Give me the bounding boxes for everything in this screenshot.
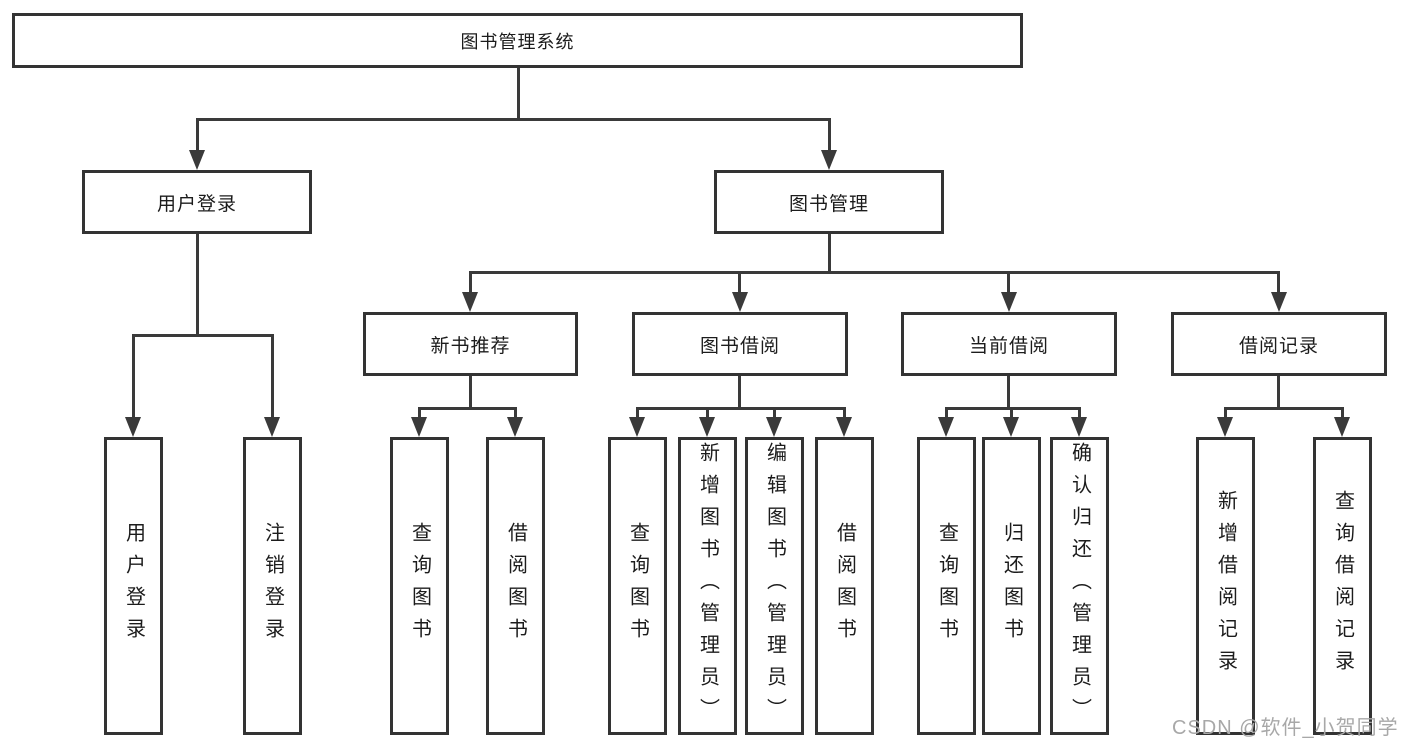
leaf-query-books-recommend: 查询图书: [390, 437, 449, 735]
leaf-label: 新增借阅记录: [1214, 490, 1237, 682]
leaf-label: 查询图书: [626, 522, 649, 650]
leaf-label: 借阅图书: [833, 522, 856, 650]
leaf-add-books-admin: 新增图书（管理员）: [678, 437, 737, 735]
connector-line: [1010, 407, 1013, 418]
connector-line: [773, 407, 776, 418]
arrow-down-icon: [507, 417, 523, 437]
arrow-down-icon: [766, 417, 782, 437]
arrow-down-icon: [1334, 417, 1350, 437]
leaf-label: 借阅图书: [504, 522, 527, 650]
node-label: 图书管理系统: [460, 31, 575, 52]
leaf-label: 用户登录: [122, 522, 145, 650]
arrow-down-icon: [264, 417, 280, 437]
node-label: 用户登录: [156, 193, 237, 215]
node-label: 借阅记录: [1238, 335, 1319, 357]
connector-line: [132, 334, 274, 337]
leaf-label: 注销登录: [261, 522, 284, 650]
connector-line: [132, 334, 135, 418]
watermark: CSDN @软件_小贺同学: [1172, 717, 1399, 739]
leaf-confirm-return-admin: 确认归还（管理员）: [1050, 437, 1109, 735]
connector-line: [828, 234, 831, 271]
leaf-user-login: 用户登录: [104, 437, 163, 735]
leaf-logout: 注销登录: [243, 437, 302, 735]
node-library-management-system: 图书管理系统: [12, 13, 1023, 68]
leaf-return-books: 归还图书: [982, 437, 1041, 735]
connector-line: [196, 118, 830, 121]
leaf-label: 归还图书: [1000, 522, 1023, 650]
connector-line: [1007, 271, 1010, 293]
connector-line: [469, 376, 472, 407]
connector-line: [706, 407, 709, 418]
arrow-down-icon: [938, 417, 954, 437]
node-label: 图书借阅: [699, 335, 780, 357]
connector-line: [843, 407, 846, 418]
connector-line: [1341, 407, 1344, 418]
leaf-borrow-books-recommend: 借阅图书: [486, 437, 545, 735]
connector-line: [1078, 407, 1081, 418]
leaf-label: 编辑图书（管理员）: [763, 442, 786, 730]
arrow-down-icon: [629, 417, 645, 437]
node-label: 图书管理: [788, 193, 869, 215]
arrow-down-icon: [1271, 292, 1287, 312]
connector-line: [828, 118, 831, 152]
arrow-down-icon: [411, 417, 427, 437]
connector-line: [418, 407, 517, 410]
leaf-label: 确认归还（管理员）: [1068, 442, 1091, 730]
connector-line: [945, 407, 948, 418]
leaf-edit-books-admin: 编辑图书（管理员）: [745, 437, 804, 735]
leaf-borrow-books: 借阅图书: [815, 437, 874, 735]
node-borrowing-records: 借阅记录: [1171, 312, 1387, 376]
node-book-management: 图书管理: [714, 170, 944, 234]
leaf-add-borrow-record: 新增借阅记录: [1196, 437, 1255, 735]
arrow-down-icon: [836, 417, 852, 437]
connector-line: [1277, 271, 1280, 293]
arrow-down-icon: [732, 292, 748, 312]
node-label: 新书推荐: [430, 335, 511, 357]
connector-line: [1224, 407, 1344, 410]
connector-line: [469, 271, 472, 293]
connector-line: [469, 271, 1280, 274]
connector-line: [196, 234, 199, 334]
connector-line: [636, 407, 846, 410]
connector-line: [271, 334, 274, 418]
connector-line: [196, 118, 199, 152]
arrow-down-icon: [1003, 417, 1019, 437]
arrow-down-icon: [821, 150, 837, 170]
connector-line: [418, 407, 421, 418]
arrow-down-icon: [1217, 417, 1233, 437]
leaf-query-books-borrowing: 查询图书: [608, 437, 667, 735]
node-label: 当前借阅: [968, 335, 1049, 357]
connector-line: [1224, 407, 1227, 418]
connector-line: [636, 407, 639, 418]
connector-line: [514, 407, 517, 418]
leaf-query-borrow-record: 查询借阅记录: [1313, 437, 1372, 735]
connector-line: [517, 68, 520, 118]
connector-line: [738, 271, 741, 293]
arrow-down-icon: [1001, 292, 1017, 312]
leaf-query-books-current: 查询图书: [917, 437, 976, 735]
arrow-down-icon: [189, 150, 205, 170]
arrow-down-icon: [462, 292, 478, 312]
connector-line: [1277, 376, 1280, 407]
leaf-label: 查询图书: [935, 522, 958, 650]
connector-line: [1007, 376, 1010, 407]
node-book-borrowing: 图书借阅: [632, 312, 848, 376]
leaf-label: 查询借阅记录: [1331, 490, 1354, 682]
leaf-label: 查询图书: [408, 522, 431, 650]
arrow-down-icon: [699, 417, 715, 437]
arrow-down-icon: [1071, 417, 1087, 437]
connector-line: [738, 376, 741, 407]
node-user-login: 用户登录: [82, 170, 312, 234]
node-current-borrowing: 当前借阅: [901, 312, 1117, 376]
arrow-down-icon: [125, 417, 141, 437]
leaf-label: 新增图书（管理员）: [696, 442, 719, 730]
node-new-book-recommendation: 新书推荐: [363, 312, 578, 376]
